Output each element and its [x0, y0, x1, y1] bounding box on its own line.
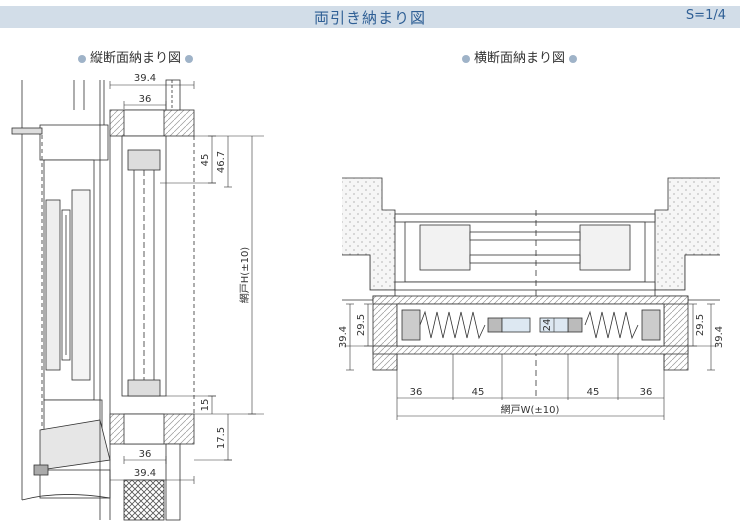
scale-label: S=1/4	[685, 8, 726, 23]
dim-17-5: 17.5	[216, 427, 227, 449]
dim-bottom-inner: 36	[139, 449, 152, 460]
dim-46-7: 46.7	[216, 151, 227, 173]
page-title: 両引き納まり図	[313, 9, 426, 27]
dim-right-29-5: 29.5	[695, 314, 706, 336]
dim-right-39-4: 39.4	[714, 326, 725, 348]
horizontal-section-drawing	[342, 177, 720, 400]
dim-bottom-width: 39.4	[134, 468, 156, 479]
horizontal-section-label: 横断面納まり図	[474, 51, 566, 66]
dim-center-24: 24	[542, 319, 553, 332]
dim-top-inner: 36	[139, 94, 152, 105]
vertical-section-title: 縦断面納まり図	[74, 47, 197, 66]
dim-b36-left: 36	[410, 387, 423, 398]
vertical-section-label: 縦断面納まり図	[90, 51, 182, 66]
horizontal-section-title: 横断面納まり図	[458, 47, 581, 66]
dim-b45-left: 45	[472, 387, 485, 398]
dim-b45-right: 45	[587, 387, 600, 398]
vertical-dimensions	[109, 81, 264, 484]
dim-45: 45	[200, 154, 211, 167]
dim-left-39-4: 39.4	[338, 326, 349, 348]
bullet-icon	[569, 54, 578, 63]
bullet-icon	[462, 54, 470, 63]
dim-top-width: 39.4	[134, 73, 156, 84]
header-bar: 両引き納まり図 S=1/4	[0, 6, 740, 28]
dim-15: 15	[200, 399, 211, 412]
dim-width: 網戸W(±10)	[501, 403, 560, 416]
dim-b36-right: 36	[640, 387, 653, 398]
bullet-icon	[185, 54, 194, 63]
dim-height: 網戸H(±10)	[238, 247, 251, 304]
bullet-icon	[78, 54, 86, 63]
dim-left-29-5: 29.5	[356, 314, 367, 336]
vertical-section-drawing	[11, 79, 195, 521]
horizontal-dimensions	[344, 303, 718, 420]
